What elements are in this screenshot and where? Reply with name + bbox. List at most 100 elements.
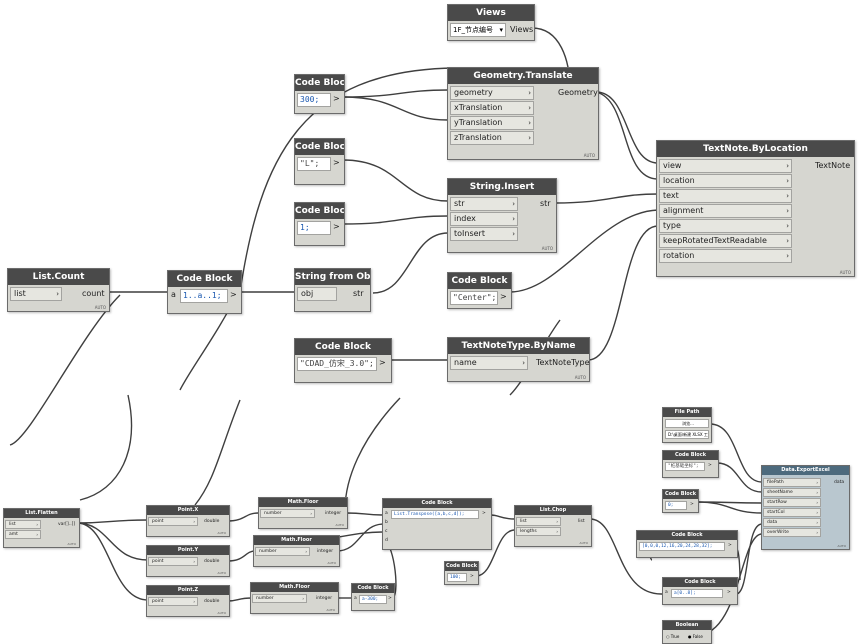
input-port[interactable]: str› [450, 197, 518, 211]
code-block-300[interactable]: Code Block 300; > [294, 74, 345, 114]
textnote-bylocation-node[interactable]: TextNote.ByLocation view› location› text… [656, 140, 855, 277]
string-from-object-node[interactable]: String from Object obj str [294, 268, 371, 312]
point-z-node[interactable]: Point.Z point› double AUTO [146, 585, 230, 617]
input-port[interactable]: list› [516, 517, 561, 526]
data-export-excel-node[interactable]: Data.ExportExcel filePath› sheetName› st… [761, 465, 850, 550]
chevron-right-icon[interactable]: > [333, 94, 340, 103]
list-chop-node[interactable]: List.Chop list› lengths› list AUTO [514, 505, 592, 547]
code-editor[interactable]: [0,0,0,12,16,20,24,28,32]; [639, 542, 725, 551]
input-port[interactable]: index› [450, 212, 518, 226]
code-editor[interactable]: 1..a..1; [180, 289, 228, 303]
code-editor[interactable]: "L"; [297, 157, 331, 171]
input-port[interactable]: location› [659, 174, 792, 188]
input-port[interactable]: yTranslation› [450, 116, 534, 130]
output-port[interactable]: double [204, 519, 220, 524]
string-insert-node[interactable]: String.Insert str› index› toInsert› str … [447, 178, 557, 253]
chevron-right-icon[interactable]: > [500, 292, 507, 301]
textnotetype-byname-node[interactable]: TextNoteType.ByName name› TextNoteType A… [447, 337, 590, 382]
boolean-node[interactable]: Boolean ○ True ● False [662, 620, 712, 644]
browse-button[interactable]: 浏览... [665, 419, 709, 428]
output-port[interactable]: integer [325, 511, 342, 516]
input-port[interactable]: b [385, 520, 388, 525]
input-port[interactable]: type› [659, 219, 792, 233]
input-port[interactable]: a [385, 511, 388, 516]
point-y-node[interactable]: Point.Y point› double AUTO [146, 545, 230, 577]
code-editor[interactable]: "桩基础坐标"; [665, 462, 705, 471]
code-editor[interactable]: 1; [297, 221, 331, 235]
chevron-right-icon[interactable]: > [333, 158, 340, 167]
code-block-index[interactable]: Code Block a a[0..8]; > [662, 577, 738, 605]
input-port[interactable]: filePath› [763, 478, 821, 487]
input-port[interactable]: zTranslation› [450, 131, 534, 145]
input-port[interactable]: point› [148, 557, 198, 566]
geometry-translate-node[interactable]: Geometry.Translate geometry› xTranslatio… [447, 67, 599, 160]
output-port[interactable]: TextNote [815, 161, 851, 170]
input-port[interactable]: point› [148, 597, 198, 606]
list-flatten-node[interactable]: List.Flatten list› amt› var[]..[] AUTO [3, 508, 80, 548]
file-path-node[interactable]: File Path 浏览... D:\桌面\新建 XLSX 工作表.xlsx [662, 407, 712, 443]
input-port[interactable]: number› [260, 509, 315, 518]
views-node[interactable]: Views 1F_节点编号 ▾ Views [447, 4, 535, 41]
code-editor[interactable]: a-300; [359, 595, 387, 604]
output-port[interactable]: Geometry [558, 88, 598, 97]
input-port[interactable]: name› [450, 356, 528, 370]
code-block-array[interactable]: Code Block [0,0,0,12,16,20,24,28,32]; > [636, 530, 738, 558]
input-port[interactable]: lengths› [516, 527, 561, 536]
view-dropdown[interactable]: 1F_节点编号 ▾ [450, 23, 506, 37]
code-block-1[interactable]: Code Block 1; > [294, 202, 345, 246]
chevron-right-icon[interactable]: > [690, 502, 694, 507]
code-block-transpose[interactable]: Code Block a b c d List.Transpose([a,b,c… [382, 498, 492, 550]
input-port[interactable]: keepRotatedTextReadable› [659, 234, 792, 248]
input-port[interactable]: startCol› [763, 508, 821, 517]
output-port[interactable]: integer [317, 549, 334, 554]
input-port[interactable]: toInsert› [450, 227, 518, 241]
chevron-right-icon[interactable]: > [708, 463, 712, 468]
output-port[interactable]: count [82, 289, 105, 298]
output-port[interactable]: data [834, 480, 845, 485]
code-editor[interactable]: 100; [447, 573, 467, 582]
input-port[interactable]: number› [255, 547, 310, 556]
code-block-center[interactable]: Code Block "Center"; > [447, 272, 512, 309]
point-x-node[interactable]: Point.X point› double AUTO [146, 505, 230, 537]
chevron-right-icon[interactable]: > [728, 543, 732, 548]
code-editor[interactable]: "CDAD_仿宋_3.0"; [297, 357, 377, 371]
chevron-right-icon[interactable]: > [727, 590, 731, 595]
code-editor[interactable]: 300; [297, 93, 331, 107]
output-port[interactable]: double [204, 599, 220, 604]
input-port[interactable]: list› [10, 287, 62, 301]
input-port[interactable]: amt› [5, 530, 41, 539]
input-port[interactable]: a [171, 290, 176, 299]
input-port[interactable]: text› [659, 189, 792, 203]
true-radio[interactable]: ○ True [666, 633, 679, 640]
chevron-right-icon[interactable]: > [470, 574, 474, 579]
math-floor-node-2[interactable]: Math.Floor number› integer AUTO [253, 535, 340, 567]
chevron-right-icon[interactable]: > [230, 290, 237, 299]
input-port[interactable]: c [385, 529, 388, 534]
code-block-100[interactable]: Code Block 100; > [444, 561, 479, 585]
input-port[interactable]: a [354, 596, 357, 601]
output-port[interactable]: list [578, 519, 585, 524]
chevron-right-icon[interactable]: > [482, 511, 486, 516]
false-radio[interactable]: ● False [688, 633, 703, 640]
output-port[interactable]: TextNoteType [536, 358, 590, 367]
input-port[interactable]: point› [148, 517, 198, 526]
chevron-right-icon[interactable]: > [333, 222, 340, 231]
code-block-0[interactable]: Code Block 0; > [662, 489, 699, 513]
chevron-right-icon[interactable]: > [379, 358, 386, 367]
input-port[interactable]: obj [297, 287, 337, 301]
input-port[interactable]: number› [252, 594, 307, 603]
code-editor[interactable]: a[0..8]; [671, 589, 723, 598]
output-port[interactable]: var[]..[] [58, 522, 76, 527]
input-port[interactable]: sheetName› [763, 488, 821, 497]
input-port[interactable]: alignment› [659, 204, 792, 218]
input-port[interactable]: view› [659, 159, 792, 173]
input-port[interactable]: list› [5, 520, 41, 529]
code-block-offset[interactable]: Code Block a a-300; > [351, 583, 395, 611]
output-port[interactable]: str [353, 289, 364, 298]
code-editor[interactable]: List.Transpose([a,b,c,d]); [391, 510, 479, 519]
input-port[interactable]: geometry› [450, 86, 534, 100]
output-port[interactable]: str [540, 199, 551, 208]
code-block-l[interactable]: Code Block "L"; > [294, 138, 345, 185]
input-port[interactable]: d [385, 538, 388, 543]
chevron-right-icon[interactable]: > [388, 596, 392, 601]
